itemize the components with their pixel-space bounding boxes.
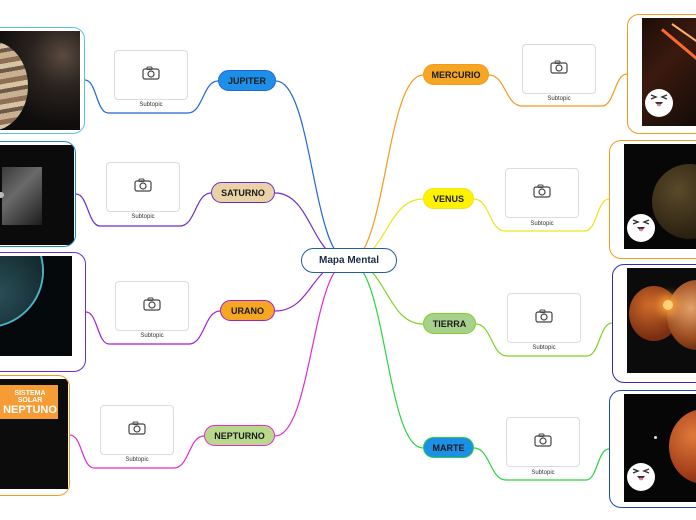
neptuno-title-banner: SISTEMA SOLAR NEPTUNO	[0, 385, 58, 419]
subtopic-label-jupiter: Subtopic	[139, 102, 163, 108]
image-card-saturno[interactable]	[0, 141, 76, 247]
image-card-mercurio[interactable]	[627, 14, 696, 134]
neptuno-banner-line1: SISTEMA SOLAR	[14, 390, 46, 404]
camera-icon	[535, 309, 553, 328]
central-topic[interactable]: Mapa Mental	[301, 248, 397, 273]
camera-icon	[143, 297, 161, 316]
camera-icon	[534, 433, 552, 452]
image-card-tierra[interactable]	[612, 264, 696, 383]
topic-marte[interactable]: MARTE	[423, 437, 474, 458]
connector-mercurio	[348, 74, 424, 262]
emoji-sticker-icon	[627, 214, 655, 242]
image-connector-marte	[585, 448, 610, 481]
image-connector-mercurio	[601, 73, 628, 107]
subtopic-label-saturno: Subtopic	[131, 214, 155, 220]
saturno-planet-image	[0, 145, 74, 245]
jupiter-planet-image	[0, 31, 80, 130]
subtopic-image-placeholder-jupiter[interactable]	[114, 50, 188, 100]
subtopic-label-marte: Subtopic	[531, 470, 555, 476]
subtopic-image-placeholder-urano[interactable]	[115, 281, 189, 331]
subtopic-label-urano: Subtopic	[140, 333, 164, 339]
subtopic-connector-mercurio	[488, 74, 602, 107]
subtopic-image-placeholder-venus[interactable]	[505, 168, 579, 218]
topic-neptuno[interactable]: NEPTURNO	[204, 425, 275, 446]
image-card-jupiter[interactable]	[0, 27, 85, 134]
subtopic-image-placeholder-saturno[interactable]	[106, 162, 180, 212]
image-card-venus[interactable]	[609, 140, 696, 259]
connector-neptuno	[274, 260, 350, 437]
subtopic-image-placeholder-marte[interactable]	[506, 417, 580, 467]
topic-tierra[interactable]: TIERRA	[423, 313, 476, 334]
image-connector-neptuno	[69, 434, 95, 469]
venus-planet-image	[624, 144, 696, 249]
connector-jupiter	[275, 80, 350, 262]
emoji-sticker-icon	[645, 89, 673, 117]
subtopic-image-placeholder-mercurio[interactable]	[522, 44, 596, 94]
neptuno-banner-line2: NEPTUNO	[3, 404, 57, 416]
subtopic-connector-tierra	[475, 323, 587, 357]
topic-urano[interactable]: URANO	[220, 300, 275, 321]
tierra-planet-image	[627, 268, 696, 373]
topic-saturno[interactable]: SATURNO	[211, 182, 275, 203]
image-card-neptuno[interactable]: SISTEMA SOLAR NEPTUNO	[0, 375, 70, 496]
subtopic-image-placeholder-tierra[interactable]	[507, 293, 581, 343]
camera-icon	[550, 60, 568, 79]
image-card-marte[interactable]	[609, 390, 696, 508]
subtopic-connector-venus	[473, 198, 585, 232]
urano-planet-image	[0, 256, 72, 356]
camera-icon	[128, 421, 146, 440]
subtopic-connector-neptuno	[94, 435, 205, 469]
image-card-urano[interactable]	[0, 252, 86, 372]
camera-icon	[134, 178, 152, 197]
subtopic-connector-urano	[109, 310, 221, 345]
image-connector-venus	[584, 198, 610, 232]
subtopic-connector-saturno	[100, 192, 212, 227]
subtopic-label-tierra: Subtopic	[532, 345, 556, 351]
topic-venus[interactable]: VENUS	[423, 188, 474, 209]
neptuno-planet-image: SISTEMA SOLAR NEPTUNO	[0, 379, 68, 489]
image-connector-tierra	[586, 322, 613, 357]
subtopic-label-mercurio: Subtopic	[547, 96, 571, 102]
camera-icon	[142, 66, 160, 85]
connector-marte	[348, 260, 424, 449]
subtopic-image-placeholder-neptuno[interactable]	[100, 405, 174, 455]
subtopic-connector-marte	[473, 447, 586, 481]
emoji-sticker-icon	[627, 463, 655, 491]
image-connector-saturno	[75, 193, 101, 227]
image-connector-urano	[85, 311, 110, 345]
topic-mercurio[interactable]: MERCURIO	[423, 64, 489, 85]
subtopic-label-venus: Subtopic	[530, 221, 554, 227]
subtopic-connector-jupiter	[108, 80, 219, 114]
camera-icon	[533, 184, 551, 203]
topic-jupiter[interactable]: JUPITER	[218, 70, 276, 91]
subtopic-label-neptuno: Subtopic	[125, 457, 149, 463]
image-connector-jupiter	[84, 79, 109, 114]
